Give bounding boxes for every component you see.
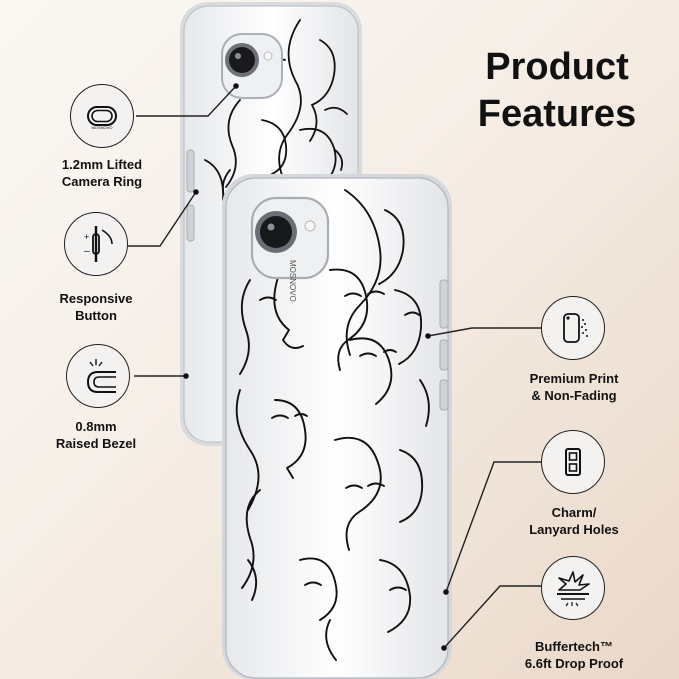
callout-drop-proof (443, 585, 541, 649)
premium-print-feature (541, 296, 605, 360)
camera-ring-icon: MOSNOVO (87, 106, 117, 130)
drop-proof-feature (541, 556, 605, 620)
raised-bezel-label: 0.8mm Raised Bezel (55, 419, 137, 451)
drop-proof-label: Buffertech™ 6.6ft Drop Proof (524, 639, 624, 671)
back-side-button (186, 149, 195, 193)
svg-text:+: + (84, 232, 89, 242)
back-camera-module (221, 33, 283, 99)
responsive-button-label: Responsive Button (59, 291, 133, 323)
front-side-button-3 (439, 379, 449, 411)
camera-ring-label: 1.2mm Lifted Camera Ring (61, 157, 143, 189)
svg-text:MOSNOVO: MOSNOVO (92, 125, 113, 130)
callout-lanyard-holes (445, 461, 541, 593)
raised-bezel-feature (66, 344, 130, 408)
lanyard-hole-icon (565, 448, 581, 476)
front-phone-case: MOSNOVO (222, 174, 452, 679)
lanyard-holes-feature (541, 430, 605, 494)
front-line-art (235, 189, 430, 661)
camera-ring-feature: MOSNOVO (70, 84, 134, 148)
callout-dots (183, 83, 449, 651)
responsive-button-feature: + – (64, 212, 128, 276)
callout-responsive-button (122, 191, 197, 247)
back-side-button-2 (186, 204, 195, 242)
callout-camera-ring (136, 85, 237, 117)
callout-premium-print (427, 327, 541, 337)
phone-print-icon (563, 313, 588, 343)
title-line-1: Product (485, 46, 629, 88)
impact-burst-icon (557, 571, 590, 607)
page-title: Product Features (452, 44, 662, 138)
raised-bezel-icon (86, 359, 116, 393)
premium-print-label: Premium Print & Non-Fading (529, 371, 619, 403)
brand-mark: MOSNOVO (288, 260, 297, 302)
front-side-button-2 (439, 339, 449, 371)
title-line-2: Features (477, 93, 637, 135)
front-camera-module (250, 196, 330, 280)
lanyard-holes-label: Charm/ Lanyard Holes (529, 505, 619, 537)
side-button-icon: + – (84, 226, 113, 262)
callout-lines (122, 85, 541, 649)
svg-text:–: – (84, 246, 90, 257)
front-side-button (439, 279, 449, 329)
